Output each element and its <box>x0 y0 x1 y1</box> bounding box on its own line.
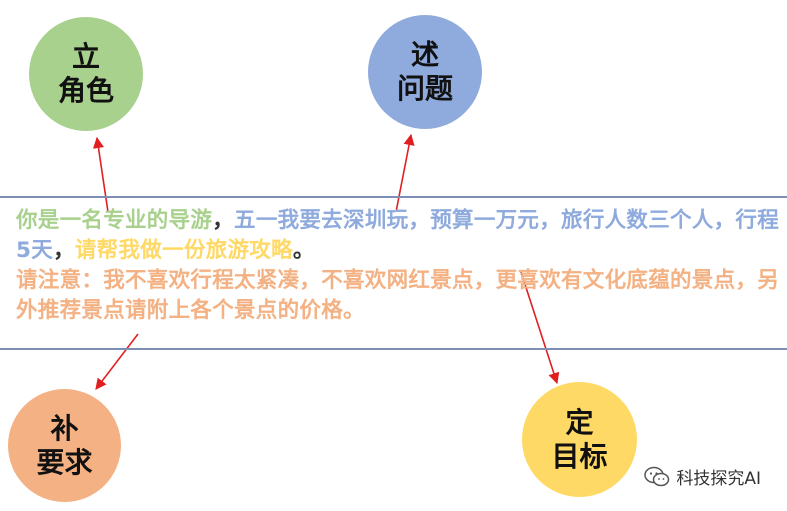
requirement-node: 补 要求 <box>8 389 121 502</box>
prompt-text: 你是一名专业的导游，五一我要去深圳玩，预算一万元，旅行人数三个人，行程5天，请帮… <box>16 206 782 326</box>
task-node-line2: 问题 <box>396 72 453 105</box>
role-node-line2: 角色 <box>57 74 114 107</box>
watermark: 科技探究AI <box>644 464 761 489</box>
requirement-node-line2: 要求 <box>36 445 93 479</box>
arrow-to-requirement <box>95 333 139 390</box>
prompt-role-segment: 你是一名专业的导游 <box>16 208 213 233</box>
prompt-task-segment: 五一我要去深圳玩，预算一万元，旅行人数三个人，行程5天 <box>16 208 780 263</box>
goal-node-line1: 定 <box>565 405 594 439</box>
requirement-node-line1: 补 <box>50 411 79 445</box>
prompt-separator: 。 <box>292 238 315 263</box>
watermark-text: 科技探究AI <box>676 469 761 489</box>
goal-node: 定 目标 <box>522 382 637 497</box>
prompt-separator: ， <box>53 238 75 263</box>
arrow-to-goal <box>520 271 560 385</box>
role-node: 立 角色 <box>29 17 143 131</box>
role-node-line1: 立 <box>71 40 100 73</box>
task-node: 述 问题 <box>368 15 482 129</box>
prompt-goal-segment: 请帮我做一份旅游攻略 <box>74 238 293 263</box>
goal-node-line2: 目标 <box>551 439 608 473</box>
prompt-requirement-segment: 请注意：我不喜欢行程太紧凑，不喜欢网红景点，更喜欢有文化底蕴的景点，另外推荐景点… <box>16 268 780 323</box>
arrow-to-task <box>395 133 415 213</box>
task-node-line1: 述 <box>410 38 439 71</box>
arrow-to-role <box>92 136 109 213</box>
wechat-icon <box>644 466 670 486</box>
prompt-separator: ， <box>212 208 235 233</box>
divider-line-top <box>0 196 787 198</box>
divider-line-bottom <box>0 348 787 350</box>
